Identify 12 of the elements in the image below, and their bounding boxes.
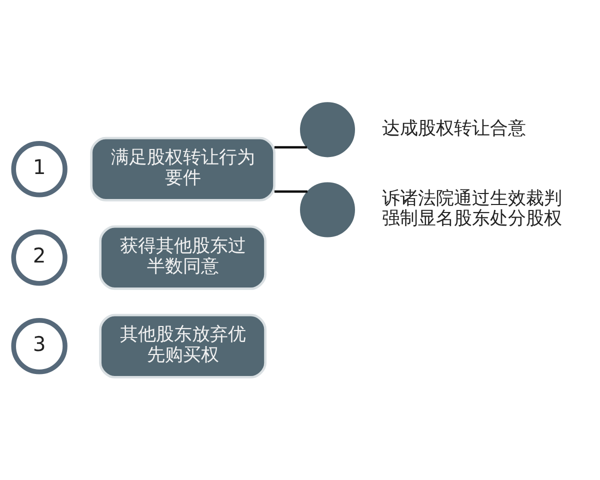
connector <box>274 146 307 149</box>
node-box: 其他股东放弃优先购买权 <box>99 314 267 378</box>
node-circle: 2 <box>11 230 68 286</box>
node-circle: 3 <box>11 318 68 374</box>
node-circle: 1 <box>11 141 68 198</box>
connector <box>274 190 308 193</box>
node-box: 满足股权转让行为要件 <box>90 136 276 202</box>
node-circle <box>300 182 355 238</box>
node-box: 获得其他股东过半数同意 <box>99 225 267 290</box>
node-label: 达成股权转让合意 <box>382 118 526 139</box>
node-label: 诉诸法院通过生效裁判强制显名股东处分股权 <box>382 188 562 230</box>
node-circle <box>300 102 355 158</box>
